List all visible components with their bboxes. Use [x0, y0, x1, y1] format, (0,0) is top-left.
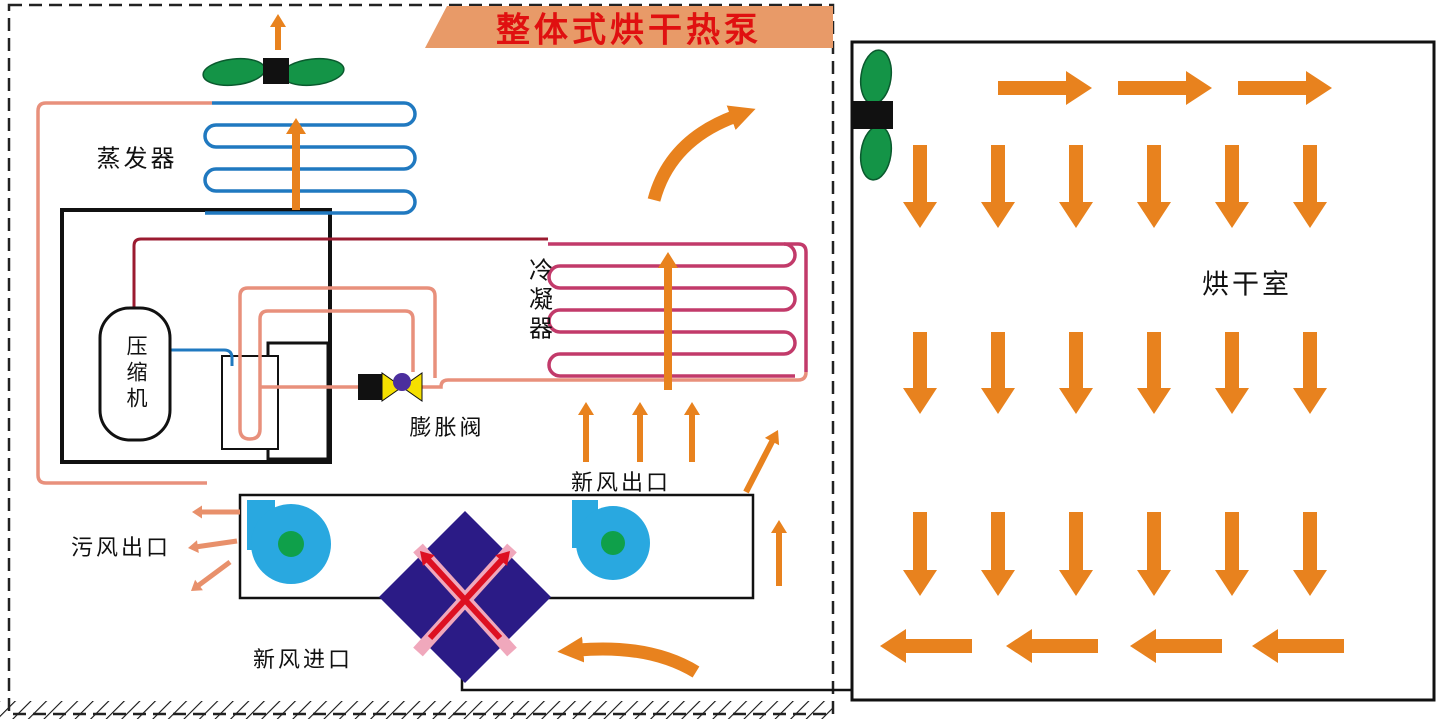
airflow-arrow-layer	[188, 14, 1344, 663]
fresh-air-outlet-flow-arrow	[684, 402, 700, 462]
waste-air-outlet-flow-arrow	[191, 560, 232, 591]
heat-exchanger-crossflow-arrow	[427, 551, 510, 640]
expansion-valve	[358, 372, 423, 402]
room-airflow-left-arrow	[1130, 629, 1222, 663]
heat-pump-unit-border	[7, 3, 835, 716]
fresh-air-outlet-flow-arrow	[632, 402, 648, 462]
room-airflow-right-arrow	[998, 71, 1092, 105]
room-airflow-down-middle-arrow	[1215, 332, 1249, 414]
discharge-pipe	[132, 237, 548, 310]
compressor-body	[98, 306, 172, 442]
evaporator-coil	[203, 101, 417, 215]
exhaust-blower	[247, 500, 331, 584]
room-airflow-down-top-arrow	[903, 145, 937, 228]
fresh-air-outlet-flow-arrow	[743, 430, 780, 494]
room-fan-hub	[853, 101, 893, 129]
unit-fan-exhaust-arrow	[270, 14, 286, 50]
title-banner	[425, 6, 833, 48]
valve-left-cone	[381, 372, 403, 402]
room-airflow-down-top-arrow	[1215, 145, 1249, 228]
drying-room-border	[850, 40, 1436, 702]
fresh-air-inlet-label: 新风进口	[252, 647, 354, 672]
unit-exhaust-fan	[202, 57, 345, 87]
room-airflow-down-top-arrow	[981, 145, 1015, 228]
room-airflow-down-bottom-arrow	[1293, 512, 1327, 596]
compressor-inlet-pipe	[170, 348, 234, 366]
fresh-air-outlet-flow-arrow	[771, 520, 787, 586]
room-airflow-down-middle-arrow	[1293, 332, 1327, 414]
room-airflow-down-bottom-arrow	[981, 512, 1015, 596]
drying-room-fan	[853, 49, 893, 181]
room-airflow-down-top-arrow	[1293, 145, 1327, 228]
room-airflow-down-middle-arrow	[1137, 332, 1171, 414]
room-airflow-down-bottom-arrow	[1059, 512, 1093, 596]
airflow-curve-up-arrow	[647, 105, 756, 202]
ground-hatch	[0, 701, 833, 719]
condenser-outlet-pipe	[420, 371, 808, 389]
fresh-air-outlet-flow-arrow	[578, 402, 594, 462]
condenser-label: 冷凝器	[524, 257, 552, 345]
fan-hub	[263, 58, 289, 84]
room-airflow-down-middle-arrow	[903, 332, 937, 414]
fresh-air-outlet-label: 新风出口	[570, 470, 672, 495]
drying-room-label: 烘干室	[1202, 269, 1292, 300]
room-airflow-down-middle-arrow	[981, 332, 1015, 414]
expansion-valve-label: 膨胀阀	[409, 415, 485, 440]
valve-actuator-block	[358, 374, 382, 400]
supply-blower	[572, 500, 650, 580]
room-airflow-right-arrow	[1118, 71, 1212, 105]
condenser-airflow-arrow	[658, 252, 678, 390]
room-airflow-left-arrow	[1006, 629, 1098, 663]
fan-blade-right	[281, 57, 345, 87]
room-airflow-left-arrow	[1252, 629, 1344, 663]
liquid-loop-pipe	[238, 286, 437, 441]
compressor-frame	[60, 208, 332, 464]
valve-bulb	[393, 373, 411, 391]
evaporator-label: 蒸发器	[96, 145, 178, 173]
evaporator-airflow-arrow	[286, 118, 306, 210]
airflow-curve-return-arrow	[557, 636, 700, 678]
room-airflow-right-arrow	[1238, 71, 1332, 105]
accumulator-vessel	[221, 355, 279, 450]
heat-exchanger-crossflow-arrow	[420, 551, 503, 640]
exhaust-blower-hub	[278, 531, 304, 557]
waste-air-outlet-flow-arrow	[192, 505, 240, 519]
room-airflow-left-arrow	[880, 629, 972, 663]
room-airflow-down-bottom-arrow	[903, 512, 937, 596]
room-airflow-down-bottom-arrow	[1137, 512, 1171, 596]
room-airflow-down-top-arrow	[1137, 145, 1171, 228]
suction-pipe	[36, 101, 212, 485]
room-airflow-down-middle-arrow	[1059, 332, 1093, 414]
supply-blower-hub	[601, 531, 625, 555]
waste-air-outlet-flow-arrow	[188, 538, 238, 553]
condenser-header-pipe	[784, 242, 808, 372]
room-airflow-down-top-arrow	[1059, 145, 1093, 228]
fan-blade-left	[202, 57, 266, 87]
compressor-label: 压缩机	[124, 335, 147, 413]
diagram-title: 整体式烘干热泵	[496, 11, 762, 50]
waste-air-outlet-label: 污风出口	[70, 535, 172, 560]
room-airflow-down-bottom-arrow	[1215, 512, 1249, 596]
valve-right-cone	[401, 372, 423, 402]
